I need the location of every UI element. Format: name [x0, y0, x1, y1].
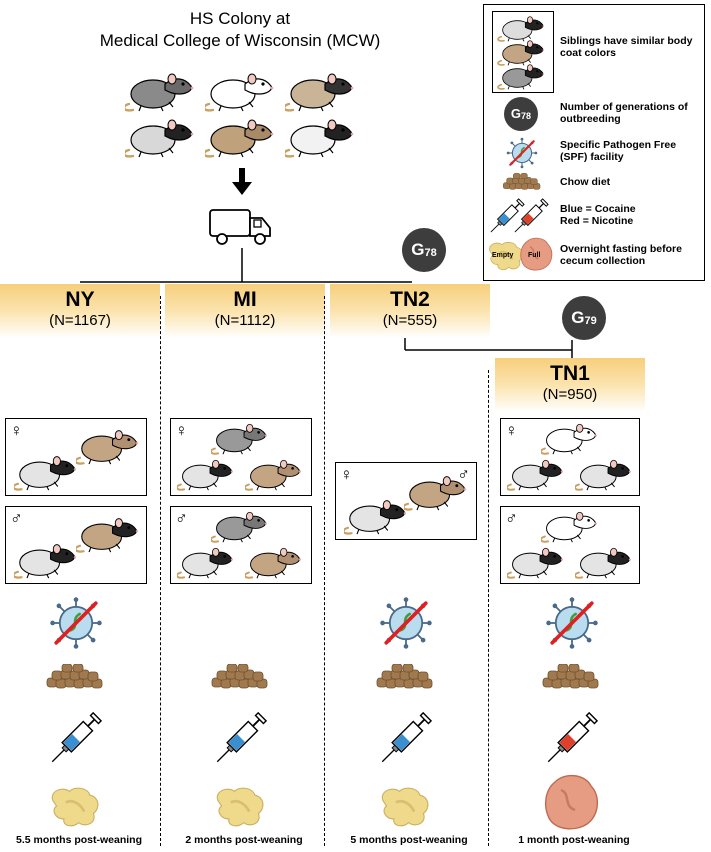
site-banner-ny: NY (N=1167) — [0, 284, 160, 338]
title-line-2: Medical College of Wisconsin (MCW) — [99, 31, 381, 50]
male-symbol: ♂ — [505, 509, 518, 528]
cecum-icon — [376, 784, 434, 830]
female-group-ny: ♀ — [5, 418, 147, 496]
rat-icon — [76, 515, 140, 553]
male-symbol: ♂ — [175, 509, 188, 528]
column-divider — [160, 296, 161, 846]
male-group-mi: ♂ — [170, 506, 312, 584]
duration-label-tn2: 5 months post-weaning — [350, 834, 468, 846]
female-symbol: ♀ — [505, 421, 518, 440]
rat-icon — [497, 62, 547, 90]
male-symbol: ♂ — [457, 465, 470, 484]
legend-generation-badge: G78 — [504, 97, 538, 131]
legend-spf-text: Specific Pathogen Free (SPF) facility — [560, 139, 677, 163]
badge-g: G — [571, 308, 585, 327]
generation-badge-g79: G79 — [562, 296, 606, 340]
male-group-ny: ♂ — [5, 506, 147, 584]
syringe-icon — [378, 710, 434, 766]
rat-icon — [14, 453, 78, 491]
site-name: NY — [65, 288, 95, 311]
female-symbol: ♀ — [175, 421, 188, 440]
chow-icon — [45, 664, 105, 690]
legend-nicotine-text: Red = Nicotine — [560, 215, 634, 227]
virus-icon — [49, 596, 103, 650]
legend-full-label: Full — [528, 252, 541, 259]
female-group-mi: ♀ — [170, 418, 312, 496]
badge-num: 79 — [584, 315, 597, 327]
rat-icon — [507, 457, 565, 491]
cecum-icon — [540, 772, 602, 832]
rat-icon — [575, 545, 633, 579]
site-count: (N=1112) — [214, 312, 276, 329]
syringe-icon — [48, 710, 104, 766]
legend-siblings-box — [492, 11, 554, 93]
legend: Siblings have similar body coat colors G… — [483, 4, 705, 281]
title-line-1: HS Colony at — [189, 9, 291, 28]
duration-label-tn1: 1 month post-weaning — [518, 834, 630, 846]
site-count: (N=555) — [382, 312, 438, 329]
legend-empty-label: Empty — [492, 252, 514, 259]
rat-icon — [76, 427, 140, 465]
site-banner-tn1: TN1 (N=950) — [495, 358, 645, 412]
rat-icon — [575, 457, 633, 491]
legend-chow-text: Chow diet — [560, 176, 611, 188]
column-divider — [324, 296, 325, 846]
site-name: TN2 — [390, 288, 430, 311]
badge-g: G — [510, 106, 522, 121]
legend-siblings-text: Siblings have similar body coat colors — [560, 35, 693, 59]
page-title: HS Colony at Medical College of Wisconsi… — [60, 8, 420, 52]
site-count: (N=1167) — [49, 312, 111, 329]
chow-icon — [210, 664, 270, 690]
chow-icon — [541, 664, 601, 690]
syringe-icon — [213, 710, 269, 766]
rat-icon — [404, 473, 468, 511]
chow-icon — [375, 664, 435, 690]
rat-icon — [541, 421, 599, 455]
chow-icon — [502, 173, 542, 191]
site-name: TN1 — [550, 362, 590, 385]
cecum-icon — [46, 784, 104, 830]
virus-icon — [545, 596, 599, 650]
syringe-icon — [512, 197, 550, 235]
legend-fasting-text: Overnight fasting before cecum collectio… — [560, 243, 682, 267]
duration-label-ny: 5.5 months post-weaning — [15, 834, 142, 846]
badge-num: 78 — [424, 247, 437, 259]
male-symbol: ♂ — [10, 509, 23, 528]
rat-icon — [507, 545, 565, 579]
site-count: (N=950) — [542, 386, 598, 403]
syringe-icon — [544, 710, 600, 766]
male-group-tn1: ♂ — [500, 506, 640, 584]
duration-label-mi: 2 months post-weaning — [185, 834, 303, 846]
rat-icon — [245, 457, 303, 491]
female-group-tn1: ♀ — [500, 418, 640, 496]
generation-badge-g78: G78 — [402, 228, 446, 272]
female-symbol: ♀ — [340, 465, 353, 484]
legend-generations-text: Number of generations of outbreeding — [560, 101, 688, 125]
rat-icon — [14, 541, 78, 579]
column-divider — [488, 370, 489, 846]
virus-icon — [506, 137, 538, 169]
site-banner-tn2: TN2 (N=555) — [330, 284, 490, 338]
rat-icon — [344, 497, 408, 535]
mixed-group-tn2: ♀ ♂ — [335, 462, 477, 540]
distribution-lines — [80, 248, 573, 360]
rat-icon — [177, 457, 235, 491]
virus-icon — [379, 596, 433, 650]
rat-icon — [245, 545, 303, 579]
female-symbol: ♀ — [10, 421, 23, 440]
legend-cocaine-text: Blue = Cocaine — [560, 203, 636, 215]
rat-icon — [177, 545, 235, 579]
rat-icon — [541, 509, 599, 543]
badge-g: G — [411, 240, 425, 259]
rat-icon — [211, 421, 269, 455]
site-banner-mi: MI (N=1112) — [165, 284, 325, 338]
rat-icon — [211, 509, 269, 543]
arrow-down-icon — [232, 168, 252, 195]
site-name: MI — [233, 288, 257, 311]
badge-num: 78 — [521, 111, 532, 121]
cecum-icon — [211, 784, 269, 830]
